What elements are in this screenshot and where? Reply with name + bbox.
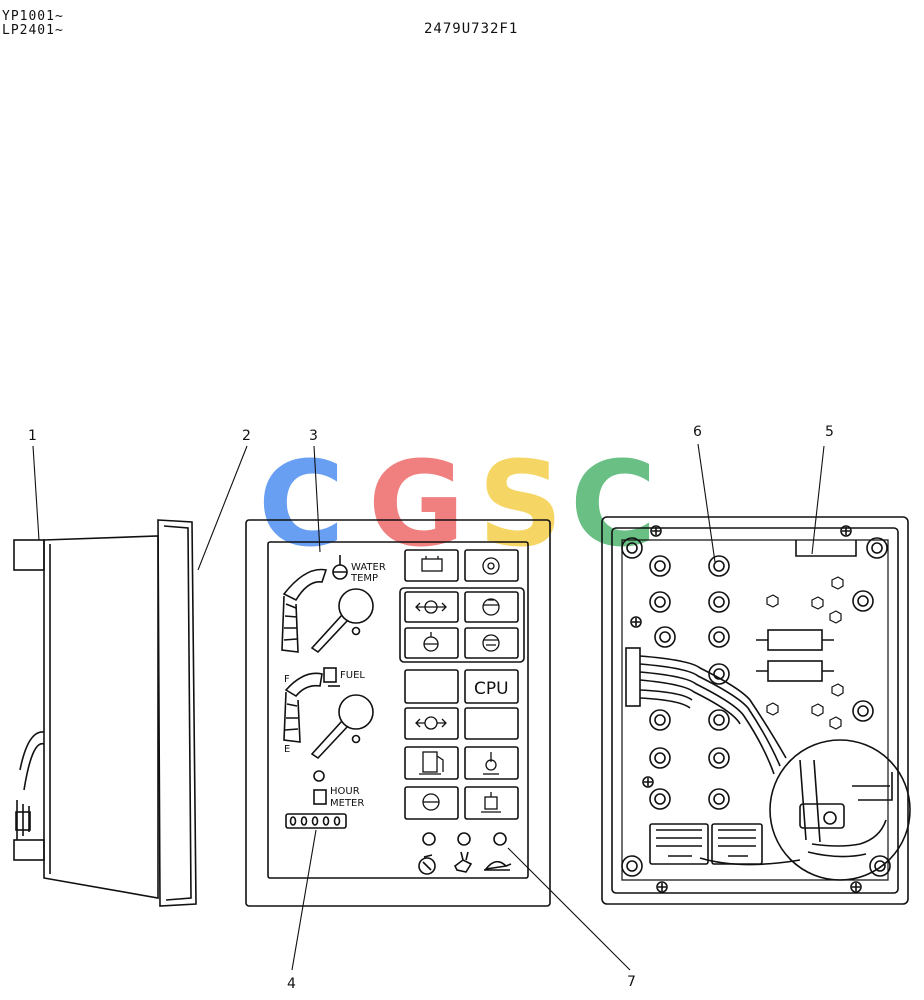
panel-labels: WATER TEMP FUEL F E HOUR METER CPU [284,562,509,809]
corner-screws [621,525,891,893]
callout-5: 5 [825,424,834,440]
rabbit-fast-mode-icon [453,851,473,873]
wiring-harness [625,647,911,881]
swing-brake-icon [481,792,501,813]
leader-lines [32,443,825,971]
preheat-icon [482,557,500,575]
cpu-lamp-label: CPU [474,679,509,699]
water-temp-label-line-1: WATER [351,562,386,573]
water-temp-gauge [281,555,374,654]
front-panel [245,519,551,907]
callout-6: 6 [693,424,702,440]
side-view-housing [13,519,197,907]
watermark-letter-c2: C [570,435,657,573]
callout-4: 4 [287,976,296,992]
fuel-level-icon [419,751,444,775]
engine-coolant-temp-icon [483,752,499,775]
coolant-level-icon [423,632,439,652]
callout-1: 1 [28,428,37,444]
watermark-letter-c1: C [258,435,345,573]
air-filter-icon [482,634,500,652]
indicator-lamp-grid [404,549,519,820]
hour-meter [285,770,347,829]
hour-meter-label-line-2: METER [330,798,364,809]
fuel-empty-mark: E [284,744,290,755]
fuel-gauge [283,667,374,760]
wire-connectors [649,823,763,865]
hydraulic-filter-icon [415,716,447,730]
lamp-sockets [649,555,874,810]
engine-oil-pressure-icon [415,600,447,614]
hour-meter-label-line-1: HOUR [330,786,360,797]
battery-charge-icon [421,556,443,572]
fuel-full-mark: F [284,674,290,685]
water-separator-icon [422,793,440,811]
model-range-line-1: YP1001~ [2,9,64,24]
nuts [766,576,844,730]
resistors [756,629,834,682]
callout-2: 2 [242,428,251,444]
model-range-label: YP1001~ LP2401~ [2,10,64,38]
model-range-line-2: LP2401~ [2,23,64,38]
hydraulic-oil-icon [482,598,500,616]
mode-indicator-leds [418,832,512,875]
callout-7: 7 [627,974,636,990]
callout-3: 3 [309,428,318,444]
turtle-slow-mode-icon [484,860,512,871]
water-temp-label-line-2: TEMP [350,573,378,584]
watermark-letter-g: G [368,435,465,573]
drawing-number: 2479U732F1 [424,21,519,37]
fuel-label: FUEL [340,670,365,681]
indicator-lamp-symbols [415,556,501,813]
power-mode-icon [418,854,436,875]
callout-numbers: 1 2 3 4 5 6 7 [28,424,834,992]
watermark: C G S C [258,435,657,573]
rear-view-housing [601,516,909,905]
